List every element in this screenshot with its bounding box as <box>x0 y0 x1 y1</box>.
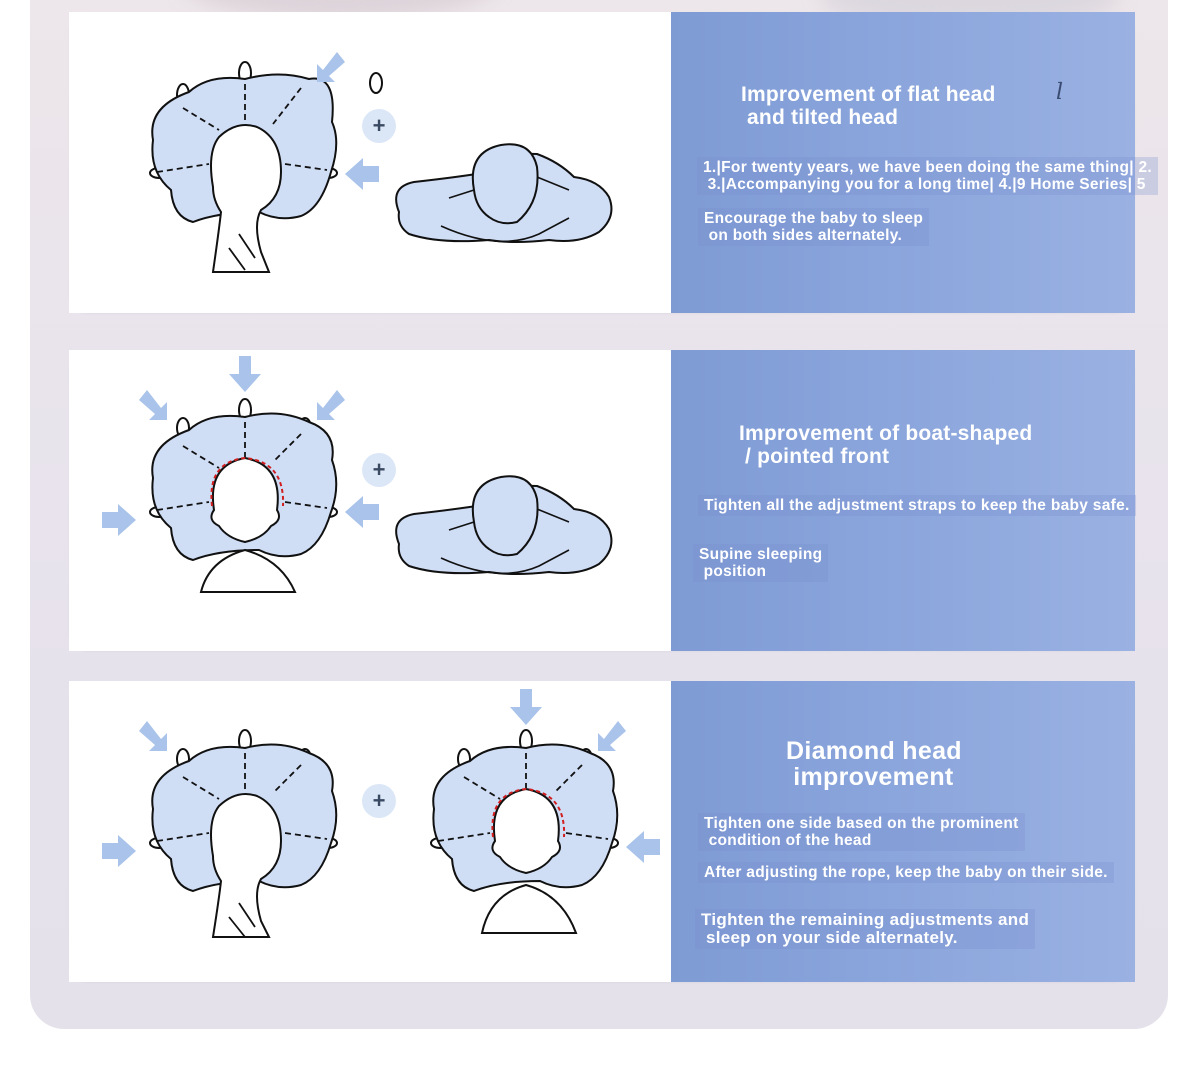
card-line: Supine sleeping position <box>693 544 829 582</box>
card-boat-shaped: + Improvement of boat-shaped / pointed f… <box>69 350 1136 651</box>
card-illustration: + <box>69 12 671 313</box>
plus-icon-glyph: + <box>373 788 386 813</box>
card-diamond-head: + Diamond head improvement Tighten one s… <box>69 681 1135 982</box>
card-description: Improvement of flat head and tilted head… <box>671 12 1158 313</box>
card-line: Encourage the baby to sleep on both side… <box>698 208 930 246</box>
card-flat-head: + Improvement of flat head and tilted he… <box>69 12 1158 313</box>
plus-icon-glyph: + <box>373 113 386 138</box>
pillow-illustration: + <box>102 689 660 938</box>
card-line: Tighten one side based on the prominent … <box>698 813 1025 851</box>
pillow-head-side-icon <box>149 729 338 938</box>
card-line: After adjusting the rope, keep the baby … <box>698 862 1114 883</box>
card-line: 1.|For twenty years, we have been doing … <box>697 157 1158 195</box>
pillow-top-view-icon <box>395 475 613 575</box>
pillow-top-view-icon <box>395 143 613 243</box>
pillow-head-side-icon <box>149 61 383 273</box>
card-line: Tighten the remaining adjustments and sl… <box>695 909 1036 949</box>
plus-icon <box>362 784 396 818</box>
title-mark: l <box>1056 80 1064 105</box>
card-title: Diamond head improvement <box>786 737 962 791</box>
card-line: Tighten all the adjustment straps to kee… <box>698 495 1136 516</box>
arrow-icon <box>102 356 379 536</box>
card-description: Diamond head improvement Tighten one sid… <box>671 681 1135 982</box>
card-illustration: + <box>69 350 671 651</box>
plus-icon <box>362 453 396 487</box>
plus-icon <box>362 109 396 143</box>
pillow-head-back-icon <box>430 729 619 934</box>
card-description: Improvement of boat-shaped / pointed fro… <box>671 350 1136 651</box>
pillow-head-back-icon <box>149 398 338 593</box>
arrow-icon <box>102 689 660 867</box>
plus-icon-glyph: + <box>373 457 386 482</box>
pillow-illustration: + <box>102 356 613 593</box>
card-title: Improvement of boat-shaped / pointed fro… <box>739 422 1033 468</box>
arrow-icon <box>317 52 379 190</box>
card-title: Improvement of flat head and tilted head <box>741 83 996 129</box>
pillow-illustration: + <box>149 52 613 273</box>
card-illustration: + <box>69 681 671 982</box>
